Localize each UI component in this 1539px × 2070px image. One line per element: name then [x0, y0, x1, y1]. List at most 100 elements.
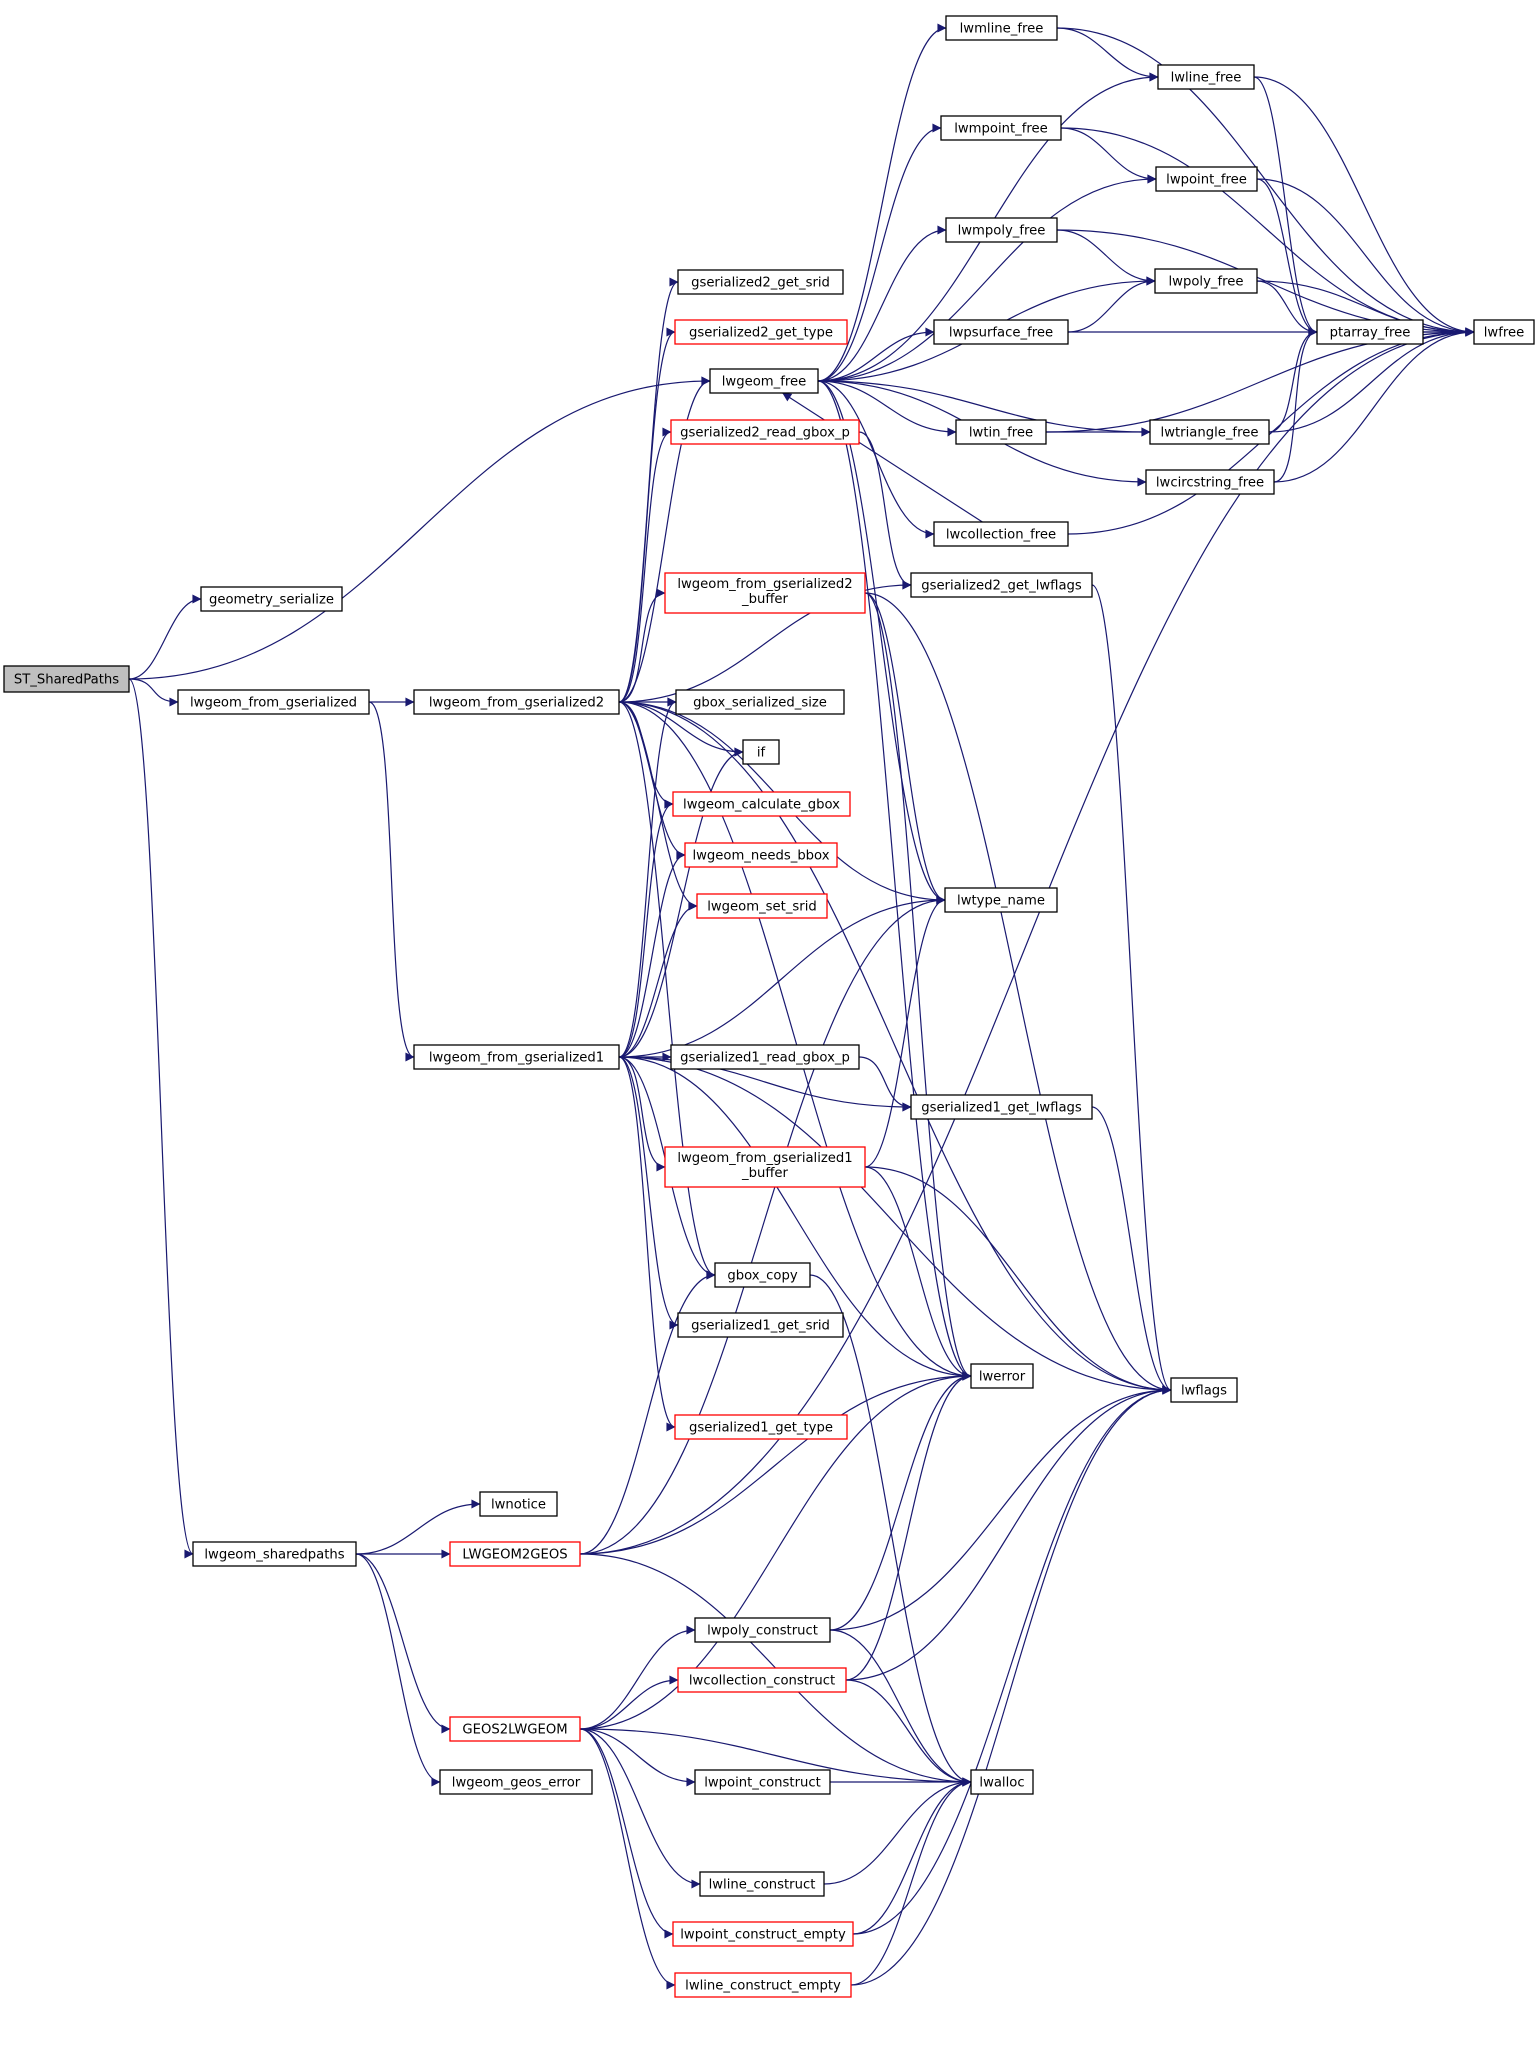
node-gserialized1_get_type[interactable]: gserialized1_get_type	[674, 1414, 848, 1440]
edge-lwgeom2geos-to-lwtype_name	[579, 895, 946, 1555]
edge-lwgeom_from_gserialized2_buffer-to-lwerror	[864, 592, 972, 1381]
node-box	[192, 1541, 357, 1567]
node-box	[696, 893, 828, 919]
node-label: lwtriangle_free	[1161, 426, 1259, 441]
node-label: lwline_construct	[709, 1878, 816, 1893]
node-lwtype_name[interactable]: lwtype_name	[944, 887, 1058, 913]
node-label: lwgeom_free	[722, 375, 806, 390]
edge-lwtriangle_free-to-lwfree	[1268, 327, 1475, 433]
node-label: lwalloc	[979, 1776, 1024, 1791]
edge-lwgeom_from_gserialized1-to-gserialized1_get_lwflags	[618, 1056, 912, 1112]
node-box	[674, 1414, 848, 1440]
node-geos2lwgeom[interactable]: GEOS2LWGEOM	[449, 1716, 581, 1742]
node-label: lwgeom_from_gserialized1	[429, 1051, 604, 1066]
node-lwgeom_free[interactable]: lwgeom_free	[709, 368, 819, 394]
node-lwflags[interactable]: lwflags	[1170, 1377, 1238, 1403]
node-lwline_construct_empty[interactable]: lwline_construct_empty	[674, 1972, 852, 1998]
node-gbox_serialized_size[interactable]: gbox_serialized_size	[675, 689, 845, 715]
node-label: ST_SharedPaths	[14, 673, 119, 688]
node-label: lwmline_free	[960, 22, 1044, 37]
node-label: gserialized2_get_srid	[691, 276, 830, 291]
node-label: gserialized1_get_srid	[691, 1319, 830, 1334]
node-gserialized1_get_srid[interactable]: gserialized1_get_srid	[677, 1312, 844, 1338]
edge-lwgeom_from_gserialized2_buffer-to-lwflags	[864, 592, 1172, 1395]
node-lwfree[interactable]: lwfree	[1473, 319, 1535, 345]
node-box	[945, 15, 1058, 41]
node-lwgeom_from_gserialized2_buffer[interactable]: lwgeom_from_gserialized2_buffer	[664, 572, 866, 614]
node-gserialized2_read_gbox_p[interactable]: gserialized2_read_gbox_p	[670, 419, 860, 445]
edge-lwpoly_construct-to-lwalloc	[829, 1629, 972, 1787]
node-label: gbox_copy	[727, 1269, 797, 1284]
node-lwgeom_sharedpaths[interactable]: lwgeom_sharedpaths	[192, 1541, 357, 1567]
node-lwcircstring_free[interactable]: lwcircstring_free	[1145, 469, 1275, 495]
node-label: gserialized1_read_gbox_p	[680, 1051, 850, 1066]
node-ptarray_free[interactable]: ptarray_free	[1316, 319, 1424, 345]
node-lwgeom_calculate_gbox[interactable]: lwgeom_calculate_gbox	[672, 791, 851, 817]
node-label: lwcollection_construct	[689, 1674, 835, 1689]
edge-geos2lwgeom-to-lwcollection_construct	[579, 1675, 679, 1730]
node-label: lwpoly_construct	[707, 1624, 818, 1639]
node-lwgeom_needs_bbox[interactable]: lwgeom_needs_bbox	[684, 842, 838, 868]
node-lwpoly_construct[interactable]: lwpoly_construct	[694, 1617, 831, 1643]
node-if[interactable]: if	[742, 739, 780, 765]
node-lwmline_free[interactable]: lwmline_free	[945, 15, 1058, 41]
node-lwpoint_construct_empty[interactable]: lwpoint_construct_empty	[672, 1921, 854, 1947]
node-lwpsurface_free[interactable]: lwpsurface_free	[933, 319, 1069, 345]
node-lwgeom_geos_error[interactable]: lwgeom_geos_error	[439, 1769, 593, 1795]
node-lwpoly_free[interactable]: lwpoly_free	[1154, 268, 1258, 294]
edge-geos2lwgeom-to-lwpoint_construct_empty	[579, 1728, 674, 1939]
node-gserialized2_get_type[interactable]: gserialized2_get_type	[674, 319, 848, 345]
node-label: gserialized1_get_type	[689, 1421, 833, 1436]
node-lwgeom_from_gserialized1_buffer[interactable]: lwgeom_from_gserialized1_buffer	[664, 1146, 866, 1188]
node-lwgeom_from_gserialized1[interactable]: lwgeom_from_gserialized1	[413, 1044, 620, 1070]
edge-st_sharedpaths-to-geometry_serialize	[128, 594, 202, 680]
node-lwline_free[interactable]: lwline_free	[1157, 64, 1255, 90]
node-lwtriangle_free[interactable]: lwtriangle_free	[1149, 419, 1270, 445]
edge-lwgeom_from_gserialized2-to-lwerror	[618, 701, 972, 1381]
node-box	[684, 842, 838, 868]
node-lwmpoint_free[interactable]: lwmpoint_free	[940, 115, 1062, 141]
node-lwgeom_from_gserialized2[interactable]: lwgeom_from_gserialized2	[413, 689, 620, 715]
edge-lwgeom_from_gserialized1-to-lwgeom_needs_bbox	[618, 850, 686, 1058]
node-lwpoint_construct[interactable]: lwpoint_construct	[694, 1769, 831, 1795]
node-geometry_serialize[interactable]: geometry_serialize	[200, 586, 343, 612]
edge-geos2lwgeom-to-lwpoly_construct	[579, 1625, 696, 1730]
node-label: lwgeom_from_gserialized	[190, 696, 357, 711]
node-lwnotice[interactable]: lwnotice	[479, 1491, 558, 1517]
node-lwtin_free[interactable]: lwtin_free	[955, 419, 1047, 445]
node-lwgeom_from_gserialized[interactable]: lwgeom_from_gserialized	[177, 689, 370, 715]
node-gserialized2_get_lwflags[interactable]: gserialized2_get_lwflags	[910, 572, 1093, 598]
edge-lwcollection_construct-to-lwalloc	[845, 1679, 972, 1787]
node-box	[944, 887, 1058, 913]
node-st_sharedpaths[interactable]: ST_SharedPaths	[3, 665, 130, 693]
node-lwgeom2geos[interactable]: LWGEOM2GEOS	[449, 1541, 581, 1567]
node-label: lwfree	[1484, 326, 1524, 341]
node-lwline_construct[interactable]: lwline_construct	[699, 1871, 825, 1897]
node-lwgeom_set_srid[interactable]: lwgeom_set_srid	[696, 893, 828, 919]
node-box	[970, 1363, 1034, 1389]
node-gserialized2_get_srid[interactable]: gserialized2_get_srid	[677, 269, 844, 295]
edge-lwpoly_construct-to-lwflags	[829, 1385, 1172, 1631]
edge-lwgeom_from_gserialized1-to-lwtype_name	[618, 895, 946, 1058]
node-gbox_copy[interactable]: gbox_copy	[714, 1262, 811, 1288]
edge-lwtriangle_free-to-ptarray_free	[1268, 327, 1318, 433]
node-label: lwcollection_free	[946, 528, 1056, 543]
node-lwpoint_free[interactable]: lwpoint_free	[1155, 166, 1258, 192]
edge-lwgeom_free-to-lwtype_name	[817, 380, 946, 905]
edge-gbox_copy-to-lwalloc	[809, 1274, 972, 1787]
node-lwmpoly_free[interactable]: lwmpoly_free	[945, 217, 1058, 243]
node-box	[1157, 64, 1255, 90]
node-lwalloc[interactable]: lwalloc	[970, 1769, 1034, 1795]
node-gserialized1_read_gbox_p[interactable]: gserialized1_read_gbox_p	[670, 1044, 860, 1070]
edge-lwgeom_free-to-lwmline_free	[817, 23, 947, 382]
node-lwerror[interactable]: lwerror	[970, 1363, 1034, 1389]
edge-lwgeom_sharedpaths-to-geos2lwgeom	[355, 1553, 451, 1734]
edge-lwgeom_free-to-lwmpoint_free	[817, 123, 942, 382]
node-box	[933, 319, 1069, 345]
node-lwcollection_construct[interactable]: lwcollection_construct	[677, 1667, 847, 1693]
node-box	[677, 1312, 844, 1338]
edge-lwgeom2geos-to-gbox_copy	[579, 1270, 716, 1555]
node-lwcollection_free[interactable]: lwcollection_free	[933, 521, 1069, 547]
node-gserialized1_get_lwflags[interactable]: gserialized1_get_lwflags	[910, 1094, 1093, 1120]
node-label: lwpoint_construct	[704, 1776, 821, 1791]
